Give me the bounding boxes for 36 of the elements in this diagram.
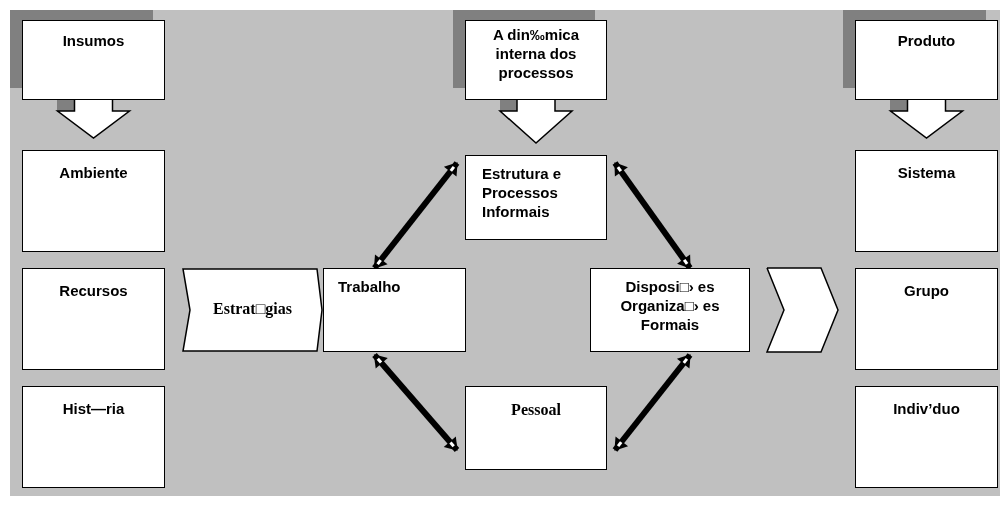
block-arrow — [55, 99, 132, 139]
double-arrow — [612, 161, 693, 270]
box-label: Produto — [896, 31, 957, 50]
block-arrow — [888, 99, 965, 139]
box-label: Estrat□gias — [212, 300, 293, 318]
double-arrow — [372, 353, 460, 452]
box-label: Trabalho — [337, 277, 402, 296]
double-arrow — [612, 353, 693, 452]
box-label: Disposi□› es Organiza□› es Formais — [619, 277, 721, 334]
box-label: Sistema — [896, 163, 957, 182]
box-label: Grupo — [903, 281, 950, 300]
double-arrow — [372, 161, 460, 270]
box-label: A din‰mica interna dos processos — [491, 25, 581, 82]
chevron-shape — [182, 268, 323, 352]
process-box — [855, 386, 998, 488]
chevron-arrow — [765, 267, 839, 353]
box-label: Recursos — [58, 281, 129, 300]
process-box — [465, 386, 607, 470]
process-box — [590, 268, 750, 352]
block-arrow — [498, 99, 574, 144]
box-label: Estrutura e Processos Informais — [481, 164, 563, 221]
process-box — [855, 268, 998, 370]
box-label: Indiv’duo — [892, 399, 961, 418]
process-box — [465, 20, 607, 100]
process-box — [22, 386, 165, 488]
process-box — [323, 268, 466, 352]
process-box — [855, 150, 998, 252]
box-label: Insumos — [61, 31, 126, 50]
box-label: Ambiente — [58, 163, 129, 182]
process-box — [22, 20, 165, 100]
process-box — [465, 155, 607, 240]
box-label: Pessoal — [510, 401, 562, 419]
process-box — [22, 268, 165, 370]
process-box — [855, 20, 998, 100]
process-box — [22, 150, 165, 252]
box-label: Hist—ria — [61, 399, 126, 418]
